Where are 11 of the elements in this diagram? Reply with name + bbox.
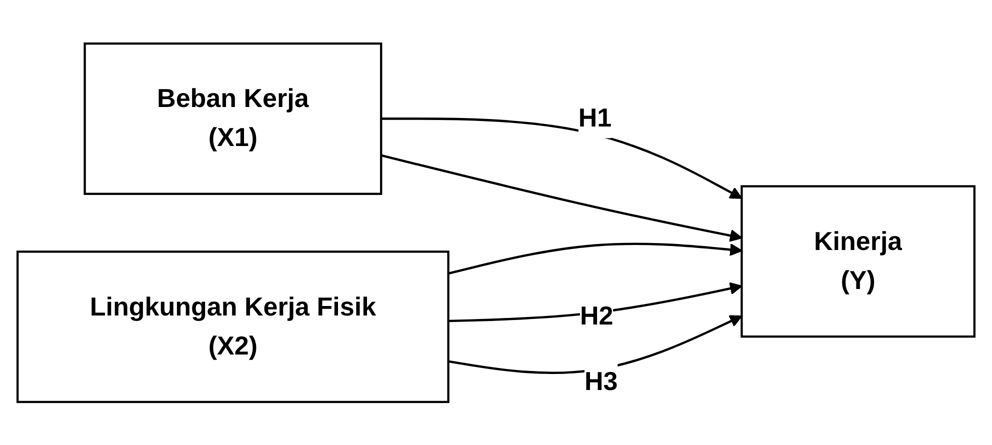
arrow: [448, 242, 742, 274]
node-box: Kinerja (Y): [740, 184, 976, 338]
arrow: [380, 154, 742, 242]
arrow: [448, 282, 742, 322]
node-box: Beban Kerja (X1): [84, 42, 382, 195]
node-box: Lingkungan Kerja Fisik (X2): [16, 250, 450, 403]
edge-label: H2: [580, 301, 614, 330]
arrow: [448, 314, 742, 374]
arrow: [381, 117, 742, 199]
edge-label: H3: [584, 366, 618, 396]
edge-label: H1: [578, 103, 612, 132]
